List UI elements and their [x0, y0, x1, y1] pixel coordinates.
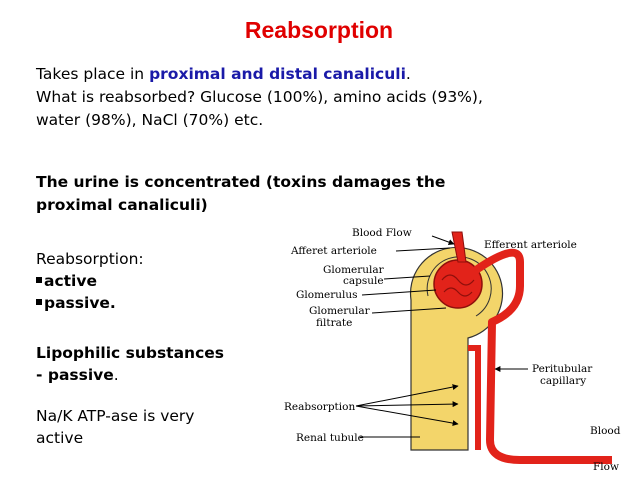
afferent-leader — [395, 247, 451, 252]
intro-line3: water (98%), NaCl (70%) etc. — [36, 111, 264, 129]
label-glomerulus: Glomerulus — [296, 289, 358, 301]
label-blood-flow-bottom-2: Flow — [593, 461, 619, 473]
atpase-block: Na/K ATP-ase is very active — [36, 405, 194, 449]
reabsorption-arrow-1 — [355, 384, 459, 407]
concentrated-paragraph: The urine is concentrated (toxins damage… — [36, 171, 621, 217]
intro-line1-prefix: Takes place in — [36, 65, 150, 83]
label-filtrate-1: Glomerular — [309, 305, 371, 317]
label-blood-flow-top: Blood Flow — [352, 227, 412, 239]
intro-highlight: proximal and distal canaliculi — [149, 65, 406, 83]
renal-tubule — [409, 246, 504, 451]
label-afferent: Afferet arteriole — [290, 245, 377, 257]
lipophilic-prefix: - — [36, 366, 48, 384]
capsule-leader — [383, 275, 431, 280]
concentrated-line2: proximal canaliculi) — [36, 196, 208, 214]
reabsorption-arrow-3 — [355, 405, 459, 427]
type-item-active: active — [36, 270, 144, 292]
blood-flow-top-arrow — [431, 235, 455, 245]
label-efferent: Efferent arteriole — [484, 239, 577, 251]
atpase-line2: active — [36, 429, 84, 447]
lipophilic-line1: Lipophilic substances — [36, 344, 224, 362]
lipophilic-passive: passive — [47, 366, 114, 384]
glomerulus-leader — [361, 289, 437, 296]
glomerulus — [433, 259, 483, 309]
types-heading: Reabsorption: — [36, 250, 144, 268]
label-capsule-1: Glomerular — [323, 264, 385, 276]
label-renal-tubule: Renal tubule — [296, 432, 364, 444]
intro-line1-suffix: . — [405, 65, 411, 83]
lipophilic-line2: - passive. — [36, 364, 224, 386]
label-peritubular-1: Peritubular — [532, 363, 593, 375]
atpase-line1: Na/K ATP-ase is very — [36, 407, 195, 425]
lipophilic-suffix: . — [113, 366, 119, 384]
type-item-label: active — [44, 272, 97, 290]
filtrate-leader — [371, 307, 447, 314]
afferent-arteriole — [451, 231, 467, 263]
square-bullet-icon — [36, 299, 42, 305]
label-peritubular-2: capillary — [540, 375, 586, 387]
reabsorption-arrow-2 — [355, 401, 459, 408]
slide-title: Reabsorption — [244, 17, 394, 43]
intro-paragraph: Takes place in proximal and distal canal… — [36, 63, 621, 132]
type-item-passive: passive. — [36, 292, 144, 314]
label-blood-flow-bottom-1: Blood — [590, 425, 621, 437]
label-capsule-2: capsule — [343, 275, 384, 287]
square-bullet-icon — [36, 277, 42, 283]
label-filtrate-2: filtrate — [316, 317, 352, 329]
efferent-peritubular-vessel — [473, 248, 612, 464]
lipophilic-block: Lipophilic substances - passive. — [36, 342, 224, 386]
intro-line2: What is reabsorbed? Glucose (100%), amin… — [36, 88, 483, 106]
glomerular-capsule — [426, 256, 492, 317]
concentrated-line1: The urine is concentrated (toxins damage… — [36, 173, 446, 191]
peritubular-branch — [468, 345, 481, 450]
type-item-label: passive. — [44, 294, 116, 312]
label-reabsorption: Reabsorption — [284, 401, 355, 413]
reabsorption-types: Reabsorption: active passive. — [36, 248, 144, 314]
